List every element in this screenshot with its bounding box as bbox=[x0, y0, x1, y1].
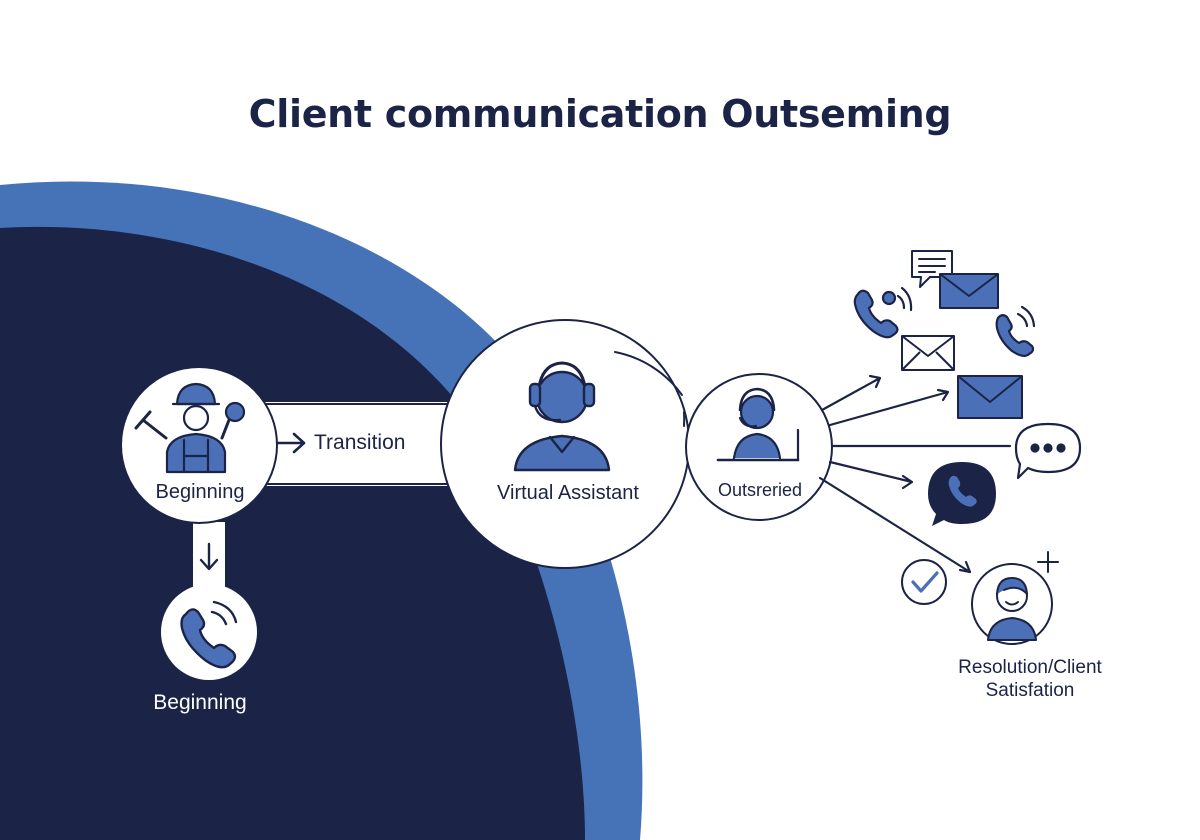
checkmark-icon bbox=[901, 559, 947, 605]
headset-agent-icon bbox=[513, 361, 611, 472]
ellipsis-chat-icon bbox=[1014, 422, 1082, 480]
phone-bubble-icon bbox=[928, 462, 996, 526]
worker-with-tools-icon bbox=[134, 382, 246, 474]
resolution-label-line1: Resolution/Client bbox=[958, 657, 1102, 678]
page-title: Client communication Outseming bbox=[248, 92, 952, 136]
transition-label: Transition bbox=[314, 431, 406, 454]
down-arrow-icon bbox=[199, 542, 219, 571]
phone-start-node[interactable] bbox=[161, 584, 257, 680]
phone-icon bbox=[995, 305, 1036, 358]
email-icon bbox=[901, 335, 955, 371]
phone-ringing-icon bbox=[180, 600, 238, 669]
beginning-label: Beginning bbox=[155, 481, 245, 503]
plus-icon bbox=[1037, 551, 1059, 573]
outsourced-label: Outsreried bbox=[717, 480, 803, 500]
smiling-client-icon bbox=[987, 577, 1037, 641]
resolution-label: Resolution/Client Satisfation bbox=[930, 656, 1130, 702]
channel-rays bbox=[818, 374, 1012, 574]
phone-start-label: Beginning bbox=[153, 691, 247, 714]
resolution-label-line2: Satisfation bbox=[985, 680, 1075, 701]
chat-bubble-icon bbox=[911, 250, 953, 288]
email-icon bbox=[939, 273, 999, 309]
agent-at-computer-icon bbox=[716, 387, 800, 462]
phone-icon bbox=[853, 286, 913, 339]
navy-background-shape bbox=[0, 226, 585, 840]
virtual-assistant-label: Virtual Assistant bbox=[497, 482, 639, 504]
email-icon bbox=[957, 375, 1023, 419]
progress-arc bbox=[614, 351, 683, 396]
